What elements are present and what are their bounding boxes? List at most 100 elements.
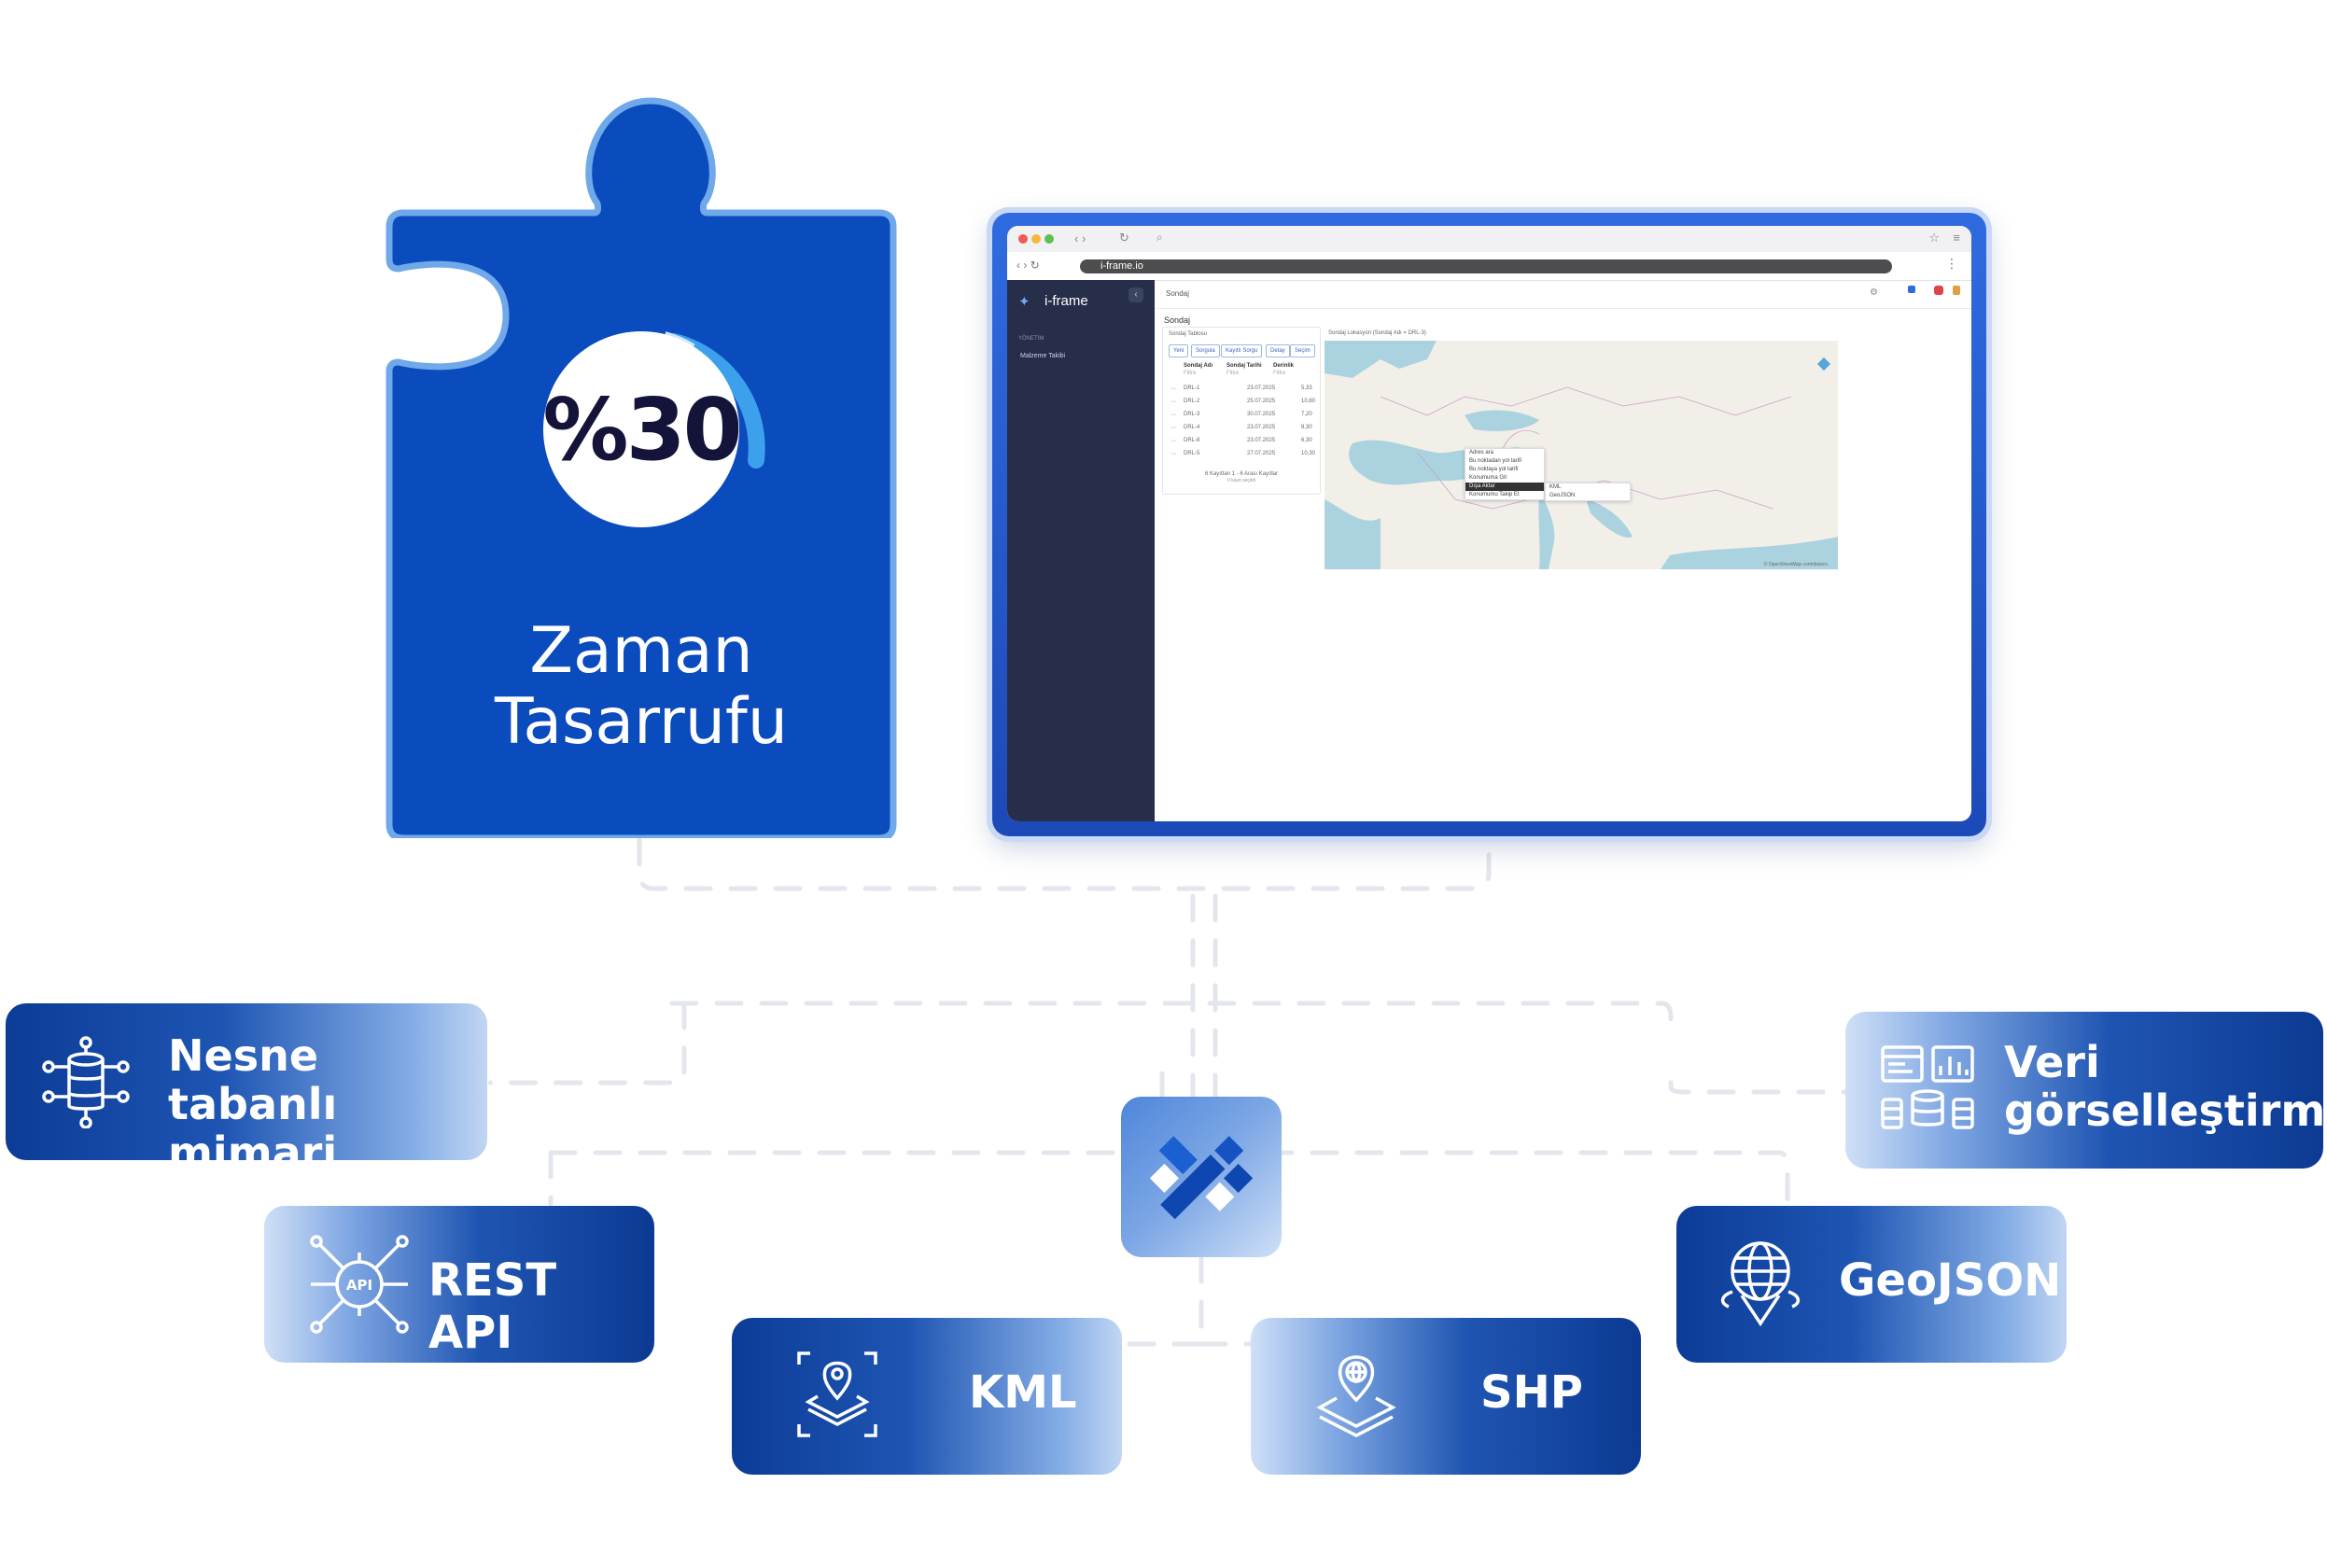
page-title: Sondaj: [1164, 315, 1191, 325]
i-frame-logo-icon: ✦: [1018, 294, 1030, 310]
map-context-menu: Adres ara Bu noktadan yol tarifi Bu nokt…: [1465, 448, 1545, 500]
table-toolbar: Yeni Sorgula Kayıtlı Sorgu Detay Seçim: [1169, 344, 1318, 357]
cell-date: 30.07.2025: [1247, 412, 1276, 417]
search-icon[interactable]: ⌕: [1156, 231, 1163, 244]
cell-depth: 10,60: [1301, 399, 1316, 404]
nav-arrows-icon[interactable]: ‹ ›: [1074, 231, 1086, 245]
api-gear-icon: API: [310, 1235, 409, 1334]
map-view[interactable]: © OpenStreetMap contributors. Adres ara …: [1325, 341, 1838, 569]
url-text: i-frame.io: [1100, 260, 1143, 272]
i-frame-logo-icon: [1149, 1136, 1254, 1220]
ctx-go-to-location[interactable]: Konumuma Git: [1469, 475, 1507, 481]
feature-kml: KML: [732, 1318, 1122, 1475]
cell-date: 25.07.2025: [1247, 399, 1276, 404]
table-panel-title: Sondaj Tablosu: [1169, 331, 1207, 337]
kebab-menu-icon[interactable]: ⋮: [1945, 256, 1958, 271]
submenu-kml[interactable]: KML: [1549, 484, 1562, 490]
feature-rest-api: API REST API: [264, 1206, 654, 1363]
feature-label-line1: Nesne tabanlı: [168, 1030, 338, 1129]
cell-name: DRL-2: [1184, 399, 1200, 404]
cell-depth: 5,33: [1301, 385, 1312, 391]
filter-input[interactable]: Filtre: [1184, 371, 1197, 376]
menu-icon[interactable]: ≡: [1953, 231, 1960, 245]
maximize-dot-icon[interactable]: [1044, 234, 1054, 244]
settings-icon[interactable]: ⚙: [1870, 287, 1878, 298]
browser-addressbar: ‹ › ↻ i-frame.io ⋮: [1007, 252, 1971, 281]
filter-input[interactable]: Filtre: [1227, 371, 1240, 376]
table-row[interactable]: ⋯ DRL-8 23.07.2025 6,30: [1169, 438, 1318, 449]
feature-label: GeoJSON: [1839, 1254, 2062, 1307]
feature-label-line1: Veri: [2004, 1037, 2100, 1087]
row-menu-icon: ⋯: [1171, 439, 1176, 444]
breadcrumb[interactable]: Sondaj: [1166, 289, 1189, 298]
nav-arrows-icon[interactable]: ‹ › ↻: [1016, 259, 1040, 272]
ctx-export[interactable]: Dışa Aktar: [1465, 483, 1544, 491]
i-frame-hub: [1121, 1097, 1282, 1257]
col-header-name[interactable]: Sondaj Adı: [1184, 363, 1213, 369]
app-topbar: Sondaj ⚙: [1155, 280, 1971, 309]
pagination-text: 6 Kayıttan 1 - 6 Arası Kayıtlar: [1204, 471, 1279, 477]
reload-icon[interactable]: ↻: [1119, 231, 1129, 245]
cell-name: DRL-1: [1184, 385, 1200, 391]
brand-name: i-frame: [1044, 293, 1088, 309]
feature-geojson: GeoJSON: [1676, 1206, 2067, 1363]
feature-label: REST API: [428, 1254, 557, 1359]
ctx-search-address[interactable]: Adres ara: [1469, 450, 1494, 455]
star-icon[interactable]: ☆: [1928, 231, 1940, 245]
submenu-geojson[interactable]: GeoJSON: [1549, 493, 1576, 498]
app-sidebar: ✦ i-frame ‹ YÖNETİM Malzeme Takibi: [1007, 280, 1155, 821]
url-input[interactable]: i-frame.io: [1080, 259, 1892, 273]
map-graphic: [1325, 341, 1838, 569]
feature-label-line2: görselleştirme: [2004, 1085, 2323, 1136]
detail-button[interactable]: Detay: [1266, 344, 1290, 357]
selection-count: 0 kayıt seçildi: [1227, 478, 1255, 483]
cell-depth: 6,30: [1301, 438, 1312, 443]
sidebar-item-material-tracking[interactable]: Malzeme Takibi: [1020, 353, 1066, 359]
col-header-date[interactable]: Sondaj Tarihi: [1227, 363, 1262, 369]
feature-label: KML: [969, 1366, 1077, 1419]
row-menu-icon: ⋯: [1171, 452, 1176, 457]
badge-title-line2: Tasarrufu: [495, 685, 788, 759]
ctx-track-location[interactable]: Konumumu Takip Et: [1469, 492, 1520, 497]
cell-name: DRL-5: [1184, 451, 1200, 456]
row-menu-icon: ⋯: [1171, 426, 1176, 431]
dashboard-database-icon: [1881, 1045, 1974, 1129]
feature-object-based-architecture: Nesne tabanlı mimari: [6, 1003, 487, 1160]
svg-text:API: API: [346, 1277, 372, 1294]
table-panel: Sondaj Tablosu Yeni Sorgula Kayıtlı Sorg…: [1162, 327, 1321, 495]
feature-label: SHP: [1480, 1366, 1583, 1419]
collapse-sidebar-icon[interactable]: ‹: [1128, 287, 1143, 302]
close-dot-icon[interactable]: [1018, 234, 1028, 244]
sidebar-section-label: YÖNETİM: [1018, 336, 1044, 342]
ctx-route-to[interactable]: Bu noktaya yol tarifi: [1469, 467, 1519, 472]
new-button[interactable]: Yeni: [1169, 344, 1189, 357]
cell-name: DRL-8: [1184, 438, 1200, 443]
filter-input[interactable]: Filtre: [1273, 371, 1286, 376]
query-button[interactable]: Sorgula: [1191, 344, 1220, 357]
cell-depth: 8,30: [1301, 425, 1312, 430]
cell-date: 23.07.2025: [1247, 438, 1276, 443]
browser-mockup: ‹ › ↻ ⌕ ☆ ≡ ‹ › ↻ i-frame.io ⋮ ✦ i-frame…: [992, 213, 1986, 836]
export-submenu: KML GeoJSON: [1545, 483, 1631, 501]
globe-pin-layers-icon: [1316, 1355, 1396, 1437]
cell-name: DRL-4: [1184, 425, 1200, 430]
ctx-route-from[interactable]: Bu noktadan yol tarifi: [1469, 458, 1522, 464]
saved-query-button[interactable]: Kayıtlı Sorgu: [1221, 344, 1263, 357]
cell-date: 23.07.2025: [1247, 385, 1276, 391]
minimize-dot-icon[interactable]: [1031, 234, 1041, 244]
selection-button[interactable]: Seçim: [1290, 344, 1315, 357]
notification-icon[interactable]: [1908, 286, 1915, 293]
user-icon[interactable]: [1953, 286, 1960, 295]
badge-title-line1: Zaman: [529, 614, 753, 688]
alert-icon[interactable]: [1934, 286, 1943, 295]
map-attribution[interactable]: © OpenStreetMap contributors.: [1763, 562, 1829, 567]
col-header-depth[interactable]: Derinlik: [1273, 363, 1295, 369]
badge-value: %30: [542, 379, 742, 480]
feature-label-line2: mimari: [168, 1127, 338, 1160]
